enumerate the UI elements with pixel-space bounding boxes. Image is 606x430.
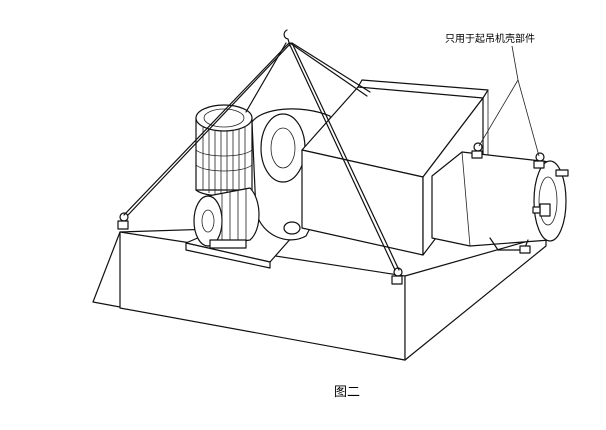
lifting-lug-nozzle bbox=[555, 169, 569, 177]
lifting-lug-front bbox=[391, 267, 403, 285]
shaft-coupling bbox=[283, 221, 301, 235]
annotation-label: 只用于起吊机壳部件 bbox=[445, 32, 535, 45]
horizontal-motor bbox=[193, 187, 260, 249]
vertical-motor bbox=[195, 104, 253, 197]
annotation-leaders bbox=[478, 45, 540, 157]
figure-caption: 图二 bbox=[334, 385, 360, 400]
lifting-lugs bbox=[117, 142, 569, 285]
base-platform bbox=[92, 221, 547, 361]
lifting-lug-right-bottom bbox=[519, 245, 531, 254]
lifting-slings bbox=[123, 29, 400, 271]
outlet-cylinder bbox=[431, 151, 567, 251]
lifting-lug-right-top bbox=[533, 152, 545, 169]
lifting-lug-left bbox=[117, 212, 129, 230]
outlet-nozzle bbox=[532, 203, 551, 217]
